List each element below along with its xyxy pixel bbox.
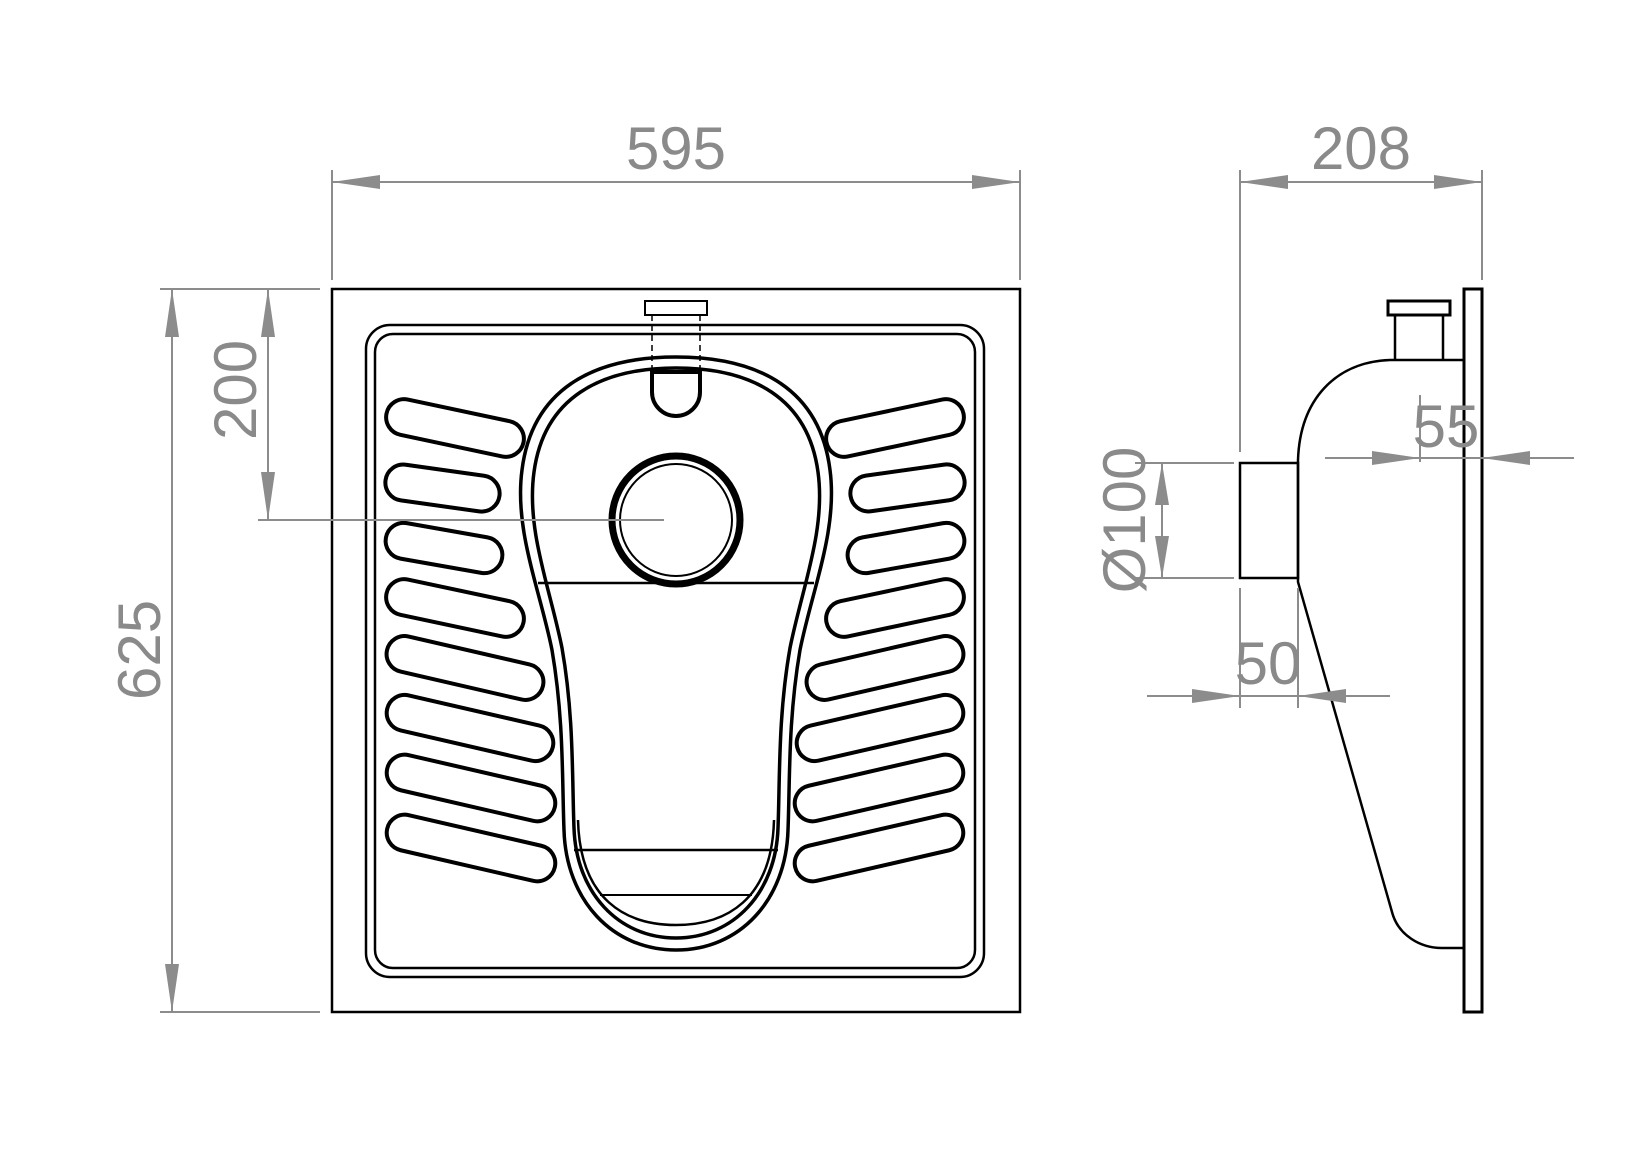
side-body-profile — [1296, 358, 1464, 950]
dim-outlet-diameter-text: Ø100 — [1091, 447, 1158, 594]
dim-height-text: 625 — [106, 600, 173, 700]
footrest-ribs-left — [383, 397, 558, 884]
side-view: 208 Ø100 55 50 — [1091, 115, 1574, 1014]
side-outlet-spigot — [1238, 461, 1300, 580]
dim-wall-55-text: 55 — [1413, 393, 1480, 460]
dim-width: 595 — [331, 115, 1021, 280]
basin — [518, 355, 834, 952]
dim-outlet-diameter: Ø100 — [1091, 447, 1234, 594]
dim-outlet-offset-text: 200 — [202, 340, 269, 440]
plan-view: 595 625 200 — [106, 115, 1022, 1014]
side-back-plate — [1462, 287, 1484, 1014]
tray-inner-rim — [364, 323, 986, 979]
dim-depth-text: 208 — [1311, 115, 1411, 182]
dim-width-text: 595 — [626, 115, 726, 182]
footrest-ribs-right — [792, 397, 967, 884]
tray-inner-rim-2 — [373, 332, 977, 970]
dim-height: 625 — [106, 288, 320, 1013]
basin-outline-inner — [530, 366, 822, 940]
dim-depth: 208 — [1239, 115, 1483, 452]
tray-outline — [330, 287, 1022, 1014]
dim-outlet-offset: 200 — [202, 289, 664, 521]
dim-spigot-50: 50 — [1147, 588, 1390, 708]
dim-wall-55: 55 — [1325, 393, 1574, 465]
basin-outline-outer — [518, 355, 834, 952]
basin-front-lip — [574, 819, 778, 927]
side-flush-inlet — [1386, 299, 1452, 317]
dim-spigot-50-text: 50 — [1235, 630, 1302, 697]
